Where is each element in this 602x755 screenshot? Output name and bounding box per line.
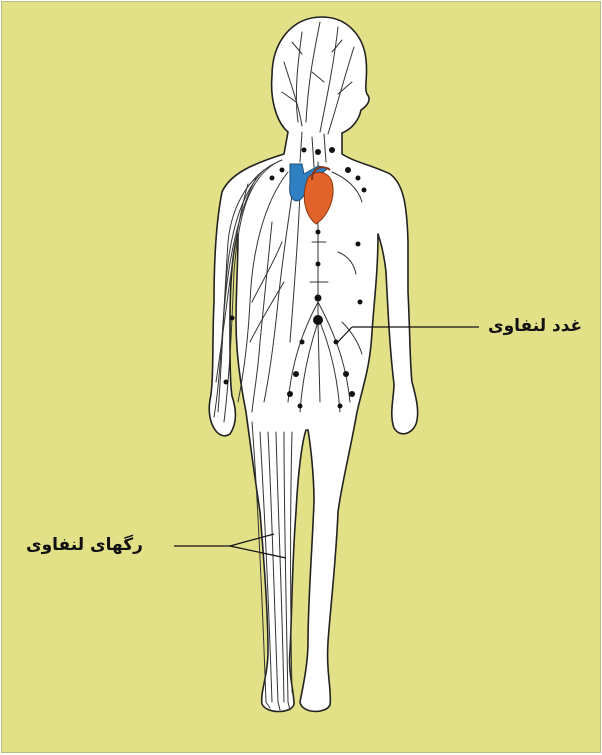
lymph-vessels-label: رگهای لنفاوی: [26, 535, 143, 555]
lymph-gland-label: غدد لنفاوی: [488, 316, 582, 336]
